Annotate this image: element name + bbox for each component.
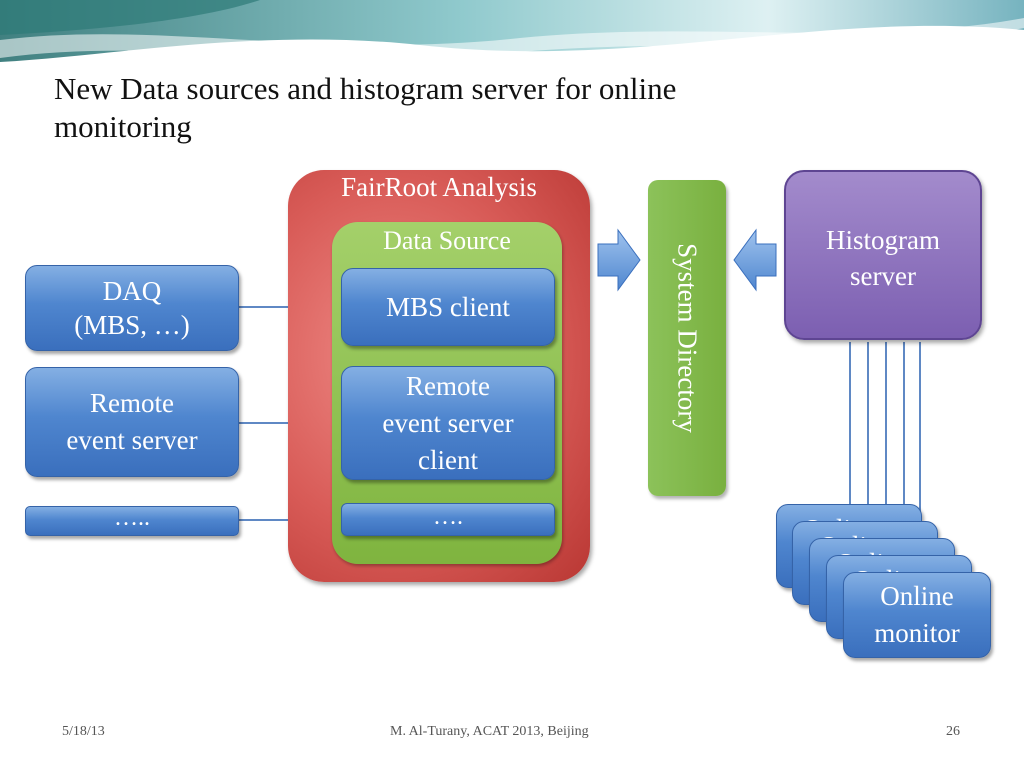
histogram-server-line2: server [850, 261, 916, 291]
mbs-client-label: MBS client [386, 291, 510, 322]
slide-title-line2: monitoring [54, 109, 192, 144]
arrow-right-icon [597, 228, 641, 292]
system-directory-box: System Directory [648, 180, 726, 496]
arrow-left-icon [733, 228, 777, 292]
footer-page-number: 26 [946, 724, 960, 739]
remote-client-line1: Remote [406, 370, 490, 401]
footer-author: M. Al-Turany, ACAT 2013, Beijing [390, 724, 589, 739]
daq-box: DAQ (MBS, …) [25, 265, 239, 351]
histogram-server-line1: Histogram [826, 225, 940, 255]
histogram-server-box: Histogram server [784, 170, 982, 340]
daq-line2: (MBS, …) [74, 310, 190, 340]
fairroot-analysis-label: FairRoot Analysis [341, 172, 537, 202]
online-monitor-box: Online monitor [843, 572, 991, 658]
mbs-client-box: MBS client [341, 268, 555, 346]
more-source-box: ….. [25, 506, 239, 536]
remote-client-line2: event server [382, 407, 514, 438]
online-monitor-line2: monitor [874, 618, 960, 648]
remote-event-server-line2: event server [66, 425, 198, 455]
remote-client-box: Remote event server client [341, 366, 555, 480]
slide-title-line1: New Data sources and histogram server fo… [54, 71, 677, 106]
footer-date: 5/18/13 [62, 724, 105, 739]
more-client-label: …. [433, 504, 463, 530]
system-directory-label: System Directory [672, 243, 703, 433]
online-monitor-line1: Online [880, 581, 954, 611]
more-source-label: ….. [114, 505, 150, 531]
remote-event-server-box: Remote event server [25, 367, 239, 477]
header-banner [0, 0, 1024, 80]
remote-event-server-line1: Remote [90, 388, 174, 418]
more-client-box: …. [341, 503, 555, 536]
data-source-label: Data Source [383, 226, 511, 255]
slide-title: New Data sources and histogram server fo… [54, 70, 954, 146]
daq-line1: DAQ [102, 276, 162, 306]
remote-client-line3: client [418, 444, 478, 475]
